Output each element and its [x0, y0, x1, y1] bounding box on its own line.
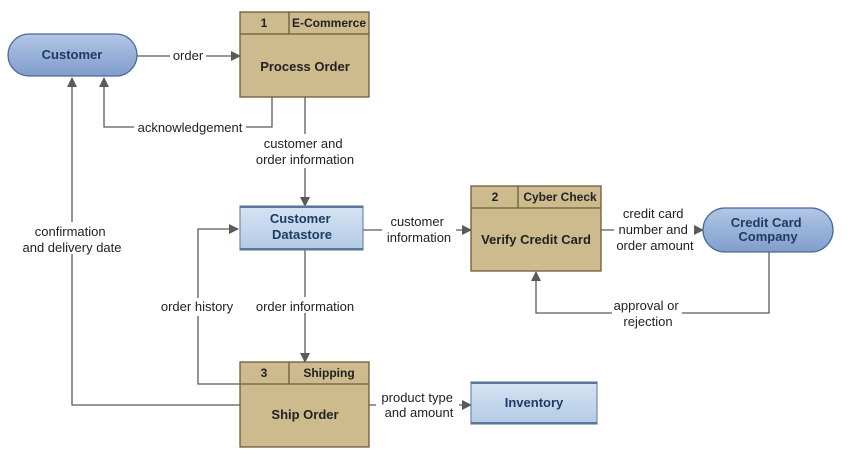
entity-credit-card-company-label: Credit Card Company: [731, 215, 805, 244]
flow-label-product-type-and-amount: product type and amount: [381, 390, 456, 420]
datastore-inventory: Inventory: [470, 381, 598, 425]
flow-label-acknowledgement: acknowledgement: [138, 120, 243, 135]
datastore-customer-datastore-box: [239, 205, 364, 251]
process-process-order: 1 E-Commerce Process Order: [239, 11, 370, 98]
process-verify-credit-card-title: Verify Credit Card: [481, 232, 591, 247]
process-verify-credit-card-department: Cyber Check: [523, 190, 597, 204]
flow-label-order-information: order information: [256, 299, 354, 314]
flow-label-order: order: [173, 48, 204, 63]
process-verify-credit-card-number: 2: [492, 190, 499, 204]
datastore-customer-datastore: Customer Datastore: [239, 205, 364, 251]
process-verify-credit-card: 2 Cyber Check Verify Credit Card: [470, 185, 602, 272]
process-process-order-title: Process Order: [260, 59, 350, 74]
process-verify-credit-card-box: [470, 185, 602, 272]
entity-customer-label: Customer: [42, 47, 103, 62]
flow-label-confirmation-and-delivery-date: confirmation and delivery date: [22, 224, 121, 255]
entity-credit-card-company-shape: [702, 207, 834, 253]
flow-line-approval-or-rejection: [536, 252, 770, 314]
process-process-order-box: [239, 11, 370, 98]
process-process-order-number: 1: [261, 16, 268, 30]
process-ship-order-number: 3: [261, 366, 268, 380]
entity-customer-shape: [7, 33, 138, 77]
connectors: [72, 56, 770, 406]
process-ship-order-box: [239, 361, 370, 448]
flow-line-confirmation: [72, 78, 240, 406]
entity-customer: Customer: [7, 33, 138, 77]
process-ship-order-department: Shipping: [303, 366, 354, 380]
datastore-inventory-label: Inventory: [505, 395, 564, 410]
flow-label-order-history: order history: [161, 299, 234, 314]
datastore-customer-datastore-label: Customer Datastore: [270, 211, 334, 242]
flow-label-customer-and-order-information: customer and order information: [256, 136, 354, 167]
flow-line-order-history: [197, 229, 240, 385]
entity-credit-card-company: Credit Card Company: [702, 207, 834, 253]
flow-label-approval-or-rejection: approval or rejection: [614, 298, 683, 329]
flow-line-acknowledgement: [104, 78, 273, 128]
process-process-order-department: E-Commerce: [292, 16, 366, 30]
flow-label-credit-card-number-and-order-amount: credit card number and order amount: [616, 206, 694, 253]
process-ship-order-title: Ship Order: [271, 407, 338, 422]
flow-labels: order acknowledgement customer and order…: [22, 48, 694, 420]
datastore-inventory-box: [470, 381, 598, 425]
process-ship-order: 3 Shipping Ship Order: [239, 361, 370, 448]
flow-label-customer-information: customer information: [387, 214, 451, 245]
